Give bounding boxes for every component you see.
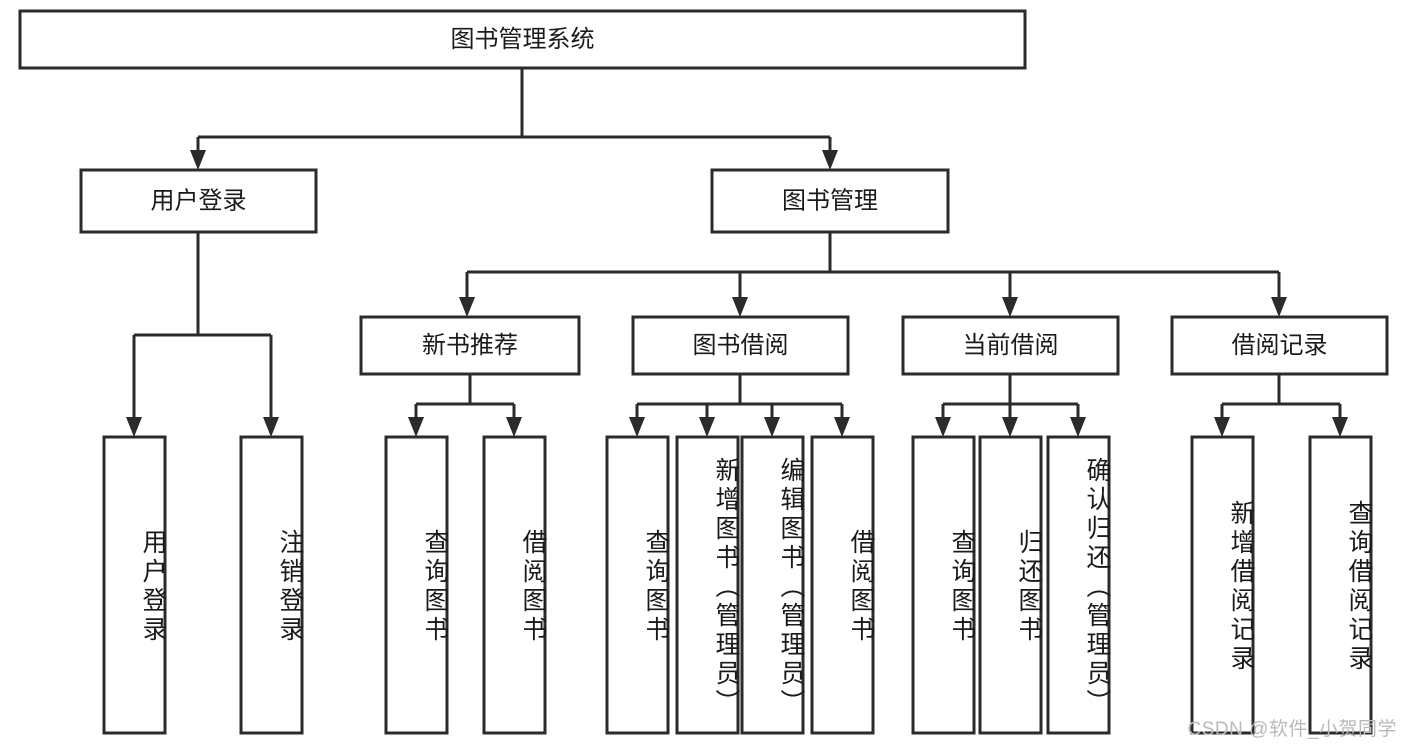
node-label-book-borrow: 图书借阅 xyxy=(693,332,789,359)
arrow-head-icon xyxy=(1271,297,1287,317)
arrow-head-icon xyxy=(1214,417,1230,437)
node-user-login[interactable]: 用户登录 xyxy=(79,168,318,234)
node-box-leaf-add-book[interactable] xyxy=(675,435,740,735)
node-leaf-query-record[interactable] xyxy=(1308,435,1373,735)
node-box-leaf-add-record[interactable] xyxy=(1190,435,1255,735)
node-borrow-record[interactable]: 借阅记录 xyxy=(1170,315,1389,376)
node-root[interactable]: 图书管理系统 xyxy=(18,9,1027,70)
node-label-new-book-recommend: 新书推荐 xyxy=(422,332,518,359)
node-leaf-add-book[interactable] xyxy=(675,435,740,735)
node-box-user-login[interactable] xyxy=(79,168,318,234)
node-box-leaf-query-book-2[interactable] xyxy=(605,435,670,735)
connector-edge-root-modules xyxy=(190,68,838,170)
node-box-leaf-return-book[interactable] xyxy=(978,435,1043,735)
arrow-head-icon xyxy=(935,417,951,437)
node-box-root[interactable] xyxy=(18,9,1027,70)
csdn-watermark: CSDN @软件_小贺同学 xyxy=(1187,719,1397,740)
node-leaf-add-record[interactable] xyxy=(1190,435,1255,735)
node-box-leaf-query-record[interactable] xyxy=(1308,435,1373,735)
node-box-leaf-borrow-book-2[interactable] xyxy=(810,435,875,735)
arrow-head-icon xyxy=(732,297,748,317)
arrow-head-icon xyxy=(408,417,424,437)
node-leaf-borrow-book-2[interactable] xyxy=(810,435,875,735)
node-box-leaf-logout[interactable] xyxy=(239,435,304,735)
arrow-head-icon xyxy=(459,297,475,317)
node-book-manage[interactable]: 图书管理 xyxy=(710,168,950,234)
connector-edge-borrow-leaves xyxy=(629,374,850,437)
arrow-head-icon xyxy=(190,150,206,170)
node-box-leaf-query-book-1[interactable] xyxy=(384,435,449,735)
arrow-head-icon xyxy=(834,417,850,437)
node-leaf-logout[interactable] xyxy=(239,435,304,735)
arrow-head-icon xyxy=(629,417,645,437)
node-leaf-query-book-3[interactable] xyxy=(911,435,976,735)
arrow-head-icon xyxy=(764,417,780,437)
node-label-current-borrow: 当前借阅 xyxy=(963,332,1059,359)
node-leaf-return-book[interactable] xyxy=(978,435,1043,735)
node-leaf-query-book-1[interactable] xyxy=(384,435,449,735)
arrow-head-icon xyxy=(699,417,715,437)
arrow-head-icon xyxy=(1002,417,1018,437)
node-box-book-manage[interactable] xyxy=(710,168,950,234)
connector-edge-recommend-leaves xyxy=(408,374,522,437)
node-box-book-borrow[interactable] xyxy=(631,315,850,376)
node-leaf-borrow-book-1[interactable] xyxy=(482,435,547,735)
node-leaf-edit-book[interactable] xyxy=(740,435,805,735)
connector-edge-book-manage-subs xyxy=(459,232,1287,317)
node-label-user-login: 用户登录 xyxy=(151,187,247,214)
arrow-head-icon xyxy=(506,417,522,437)
connector-edge-record-leaves xyxy=(1214,374,1348,437)
node-leaf-query-book-2[interactable] xyxy=(605,435,670,735)
node-label-borrow-record: 借阅记录 xyxy=(1232,332,1328,359)
arrow-head-icon xyxy=(126,417,142,437)
node-box-leaf-borrow-book-1[interactable] xyxy=(482,435,547,735)
node-book-borrow[interactable]: 图书借阅 xyxy=(631,315,850,376)
node-label-root: 图书管理系统 xyxy=(451,26,595,53)
node-box-leaf-user-login[interactable] xyxy=(102,435,167,735)
node-leaf-user-login[interactable] xyxy=(102,435,167,735)
node-new-book-recommend[interactable]: 新书推荐 xyxy=(359,315,581,376)
node-box-borrow-record[interactable] xyxy=(1170,315,1389,376)
connector-edge-current-leaves xyxy=(935,374,1086,437)
node-box-leaf-edit-book[interactable] xyxy=(740,435,805,735)
node-box-leaf-query-book-3[interactable] xyxy=(911,435,976,735)
connector-edge-user-login-leaves xyxy=(126,232,279,437)
node-leaf-confirm-return[interactable] xyxy=(1046,435,1111,735)
connector-layer xyxy=(126,68,1348,437)
node-box-current-borrow[interactable] xyxy=(901,315,1120,376)
arrow-head-icon xyxy=(1070,417,1086,437)
arrow-head-icon xyxy=(822,150,838,170)
node-label-book-manage: 图书管理 xyxy=(782,187,878,214)
arrow-head-icon xyxy=(1002,297,1018,317)
arrow-head-icon xyxy=(1332,417,1348,437)
node-box-new-book-recommend[interactable] xyxy=(359,315,581,376)
node-current-borrow[interactable]: 当前借阅 xyxy=(901,315,1120,376)
node-box-leaf-confirm-return[interactable] xyxy=(1046,435,1111,735)
arrow-head-icon xyxy=(263,417,279,437)
